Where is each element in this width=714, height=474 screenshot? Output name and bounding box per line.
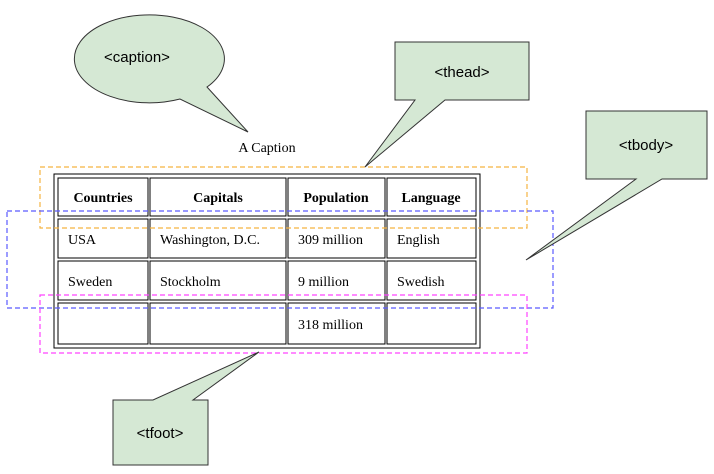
tbody-callout-bubble bbox=[525, 110, 708, 261]
tfoot-callout-label: <tfoot> bbox=[137, 425, 184, 442]
caption-callout: <caption> bbox=[73, 14, 249, 133]
td-capital: Stockholm bbox=[160, 275, 221, 290]
td-language: Swedish bbox=[397, 275, 444, 290]
th-countries: Countries bbox=[73, 191, 133, 206]
th-capitals: Capitals bbox=[193, 191, 243, 206]
tbody-row: USA Washington, D.C. 309 million English bbox=[57, 218, 477, 259]
td-population: 309 million bbox=[298, 233, 363, 248]
tbody-outline bbox=[6, 210, 554, 309]
td-country: USA bbox=[68, 233, 97, 248]
td-cell bbox=[287, 260, 386, 301]
td-cell bbox=[57, 218, 149, 259]
th-population: Population bbox=[303, 191, 369, 206]
thead-row: Countries Capitals Population Language bbox=[57, 177, 477, 217]
td-cell bbox=[57, 260, 149, 301]
td-country: Sweden bbox=[68, 275, 112, 290]
table-caption: A Caption bbox=[238, 141, 295, 156]
tf-cell bbox=[149, 302, 287, 345]
td-population: 9 million bbox=[298, 275, 349, 290]
tf-cell bbox=[287, 302, 386, 345]
td-language: English bbox=[397, 233, 440, 248]
tfoot-callout-bubble bbox=[112, 351, 260, 466]
thead-callout: <thead> bbox=[364, 41, 530, 168]
tfoot-outline bbox=[39, 294, 528, 354]
td-cell bbox=[386, 218, 477, 259]
td-cell bbox=[149, 218, 287, 259]
td-capital: Washington, D.C. bbox=[160, 233, 260, 248]
th-cell bbox=[287, 177, 386, 217]
td-cell bbox=[386, 260, 477, 301]
tf-cell bbox=[57, 302, 149, 345]
th-cell bbox=[57, 177, 149, 217]
tfoot-row: 318 million bbox=[57, 302, 477, 345]
caption-callout-label: <caption> bbox=[104, 49, 170, 66]
thead-callout-bubble bbox=[364, 41, 530, 168]
caption-callout-bubble bbox=[73, 14, 249, 133]
thead-outline bbox=[39, 166, 528, 229]
td-cell bbox=[149, 260, 287, 301]
tfoot-callout: <tfoot> bbox=[112, 351, 260, 466]
thead-callout-label: <thead> bbox=[434, 64, 489, 81]
tbody-row: Sweden Stockholm 9 million Swedish bbox=[57, 260, 477, 301]
th-cell bbox=[149, 177, 287, 217]
tf-population: 318 million bbox=[298, 318, 363, 333]
th-language: Language bbox=[401, 191, 460, 206]
tbody-callout-label: <tbody> bbox=[619, 137, 673, 154]
html-table: A Caption Countries Capitals Population … bbox=[53, 141, 481, 349]
td-cell bbox=[287, 218, 386, 259]
tf-cell bbox=[386, 302, 477, 345]
tbody-callout: <tbody> bbox=[525, 110, 708, 261]
th-cell bbox=[386, 177, 477, 217]
